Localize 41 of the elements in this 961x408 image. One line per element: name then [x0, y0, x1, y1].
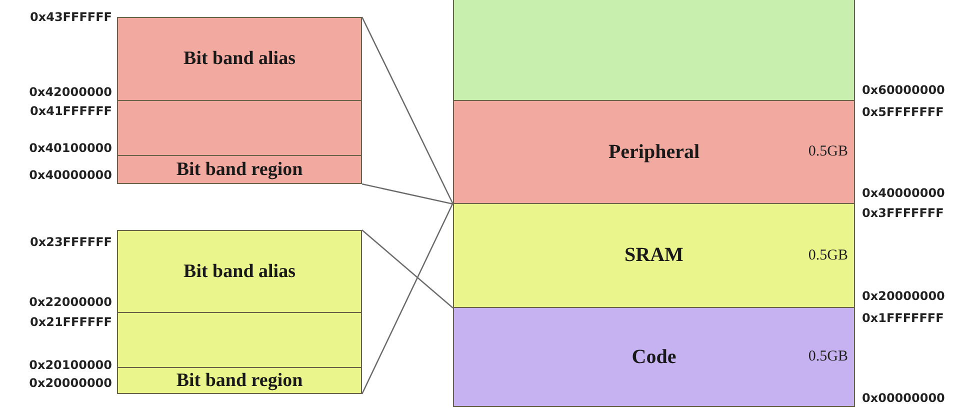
memory-region-box: [117, 312, 362, 368]
connector-line: [361, 202, 454, 394]
address-label: 0x20000000: [29, 376, 112, 390]
region-name: Bit band alias: [184, 48, 296, 70]
address-label: 0x22000000: [29, 295, 112, 309]
address-label: 0x40000000: [29, 168, 112, 182]
address-label: 0x42000000: [29, 85, 112, 99]
region-name: SRAM: [624, 244, 684, 267]
memory-region-box: [453, 307, 855, 407]
address-label: 0x00000000: [862, 391, 945, 405]
memory-region-box: [117, 230, 362, 313]
memory-region-box: [117, 17, 362, 101]
address-label: 0x5FFFFFFF: [862, 105, 944, 119]
region-name: Bit band region: [176, 370, 303, 392]
address-label: 0x23FFFFFF: [30, 235, 112, 249]
address-label: 0x21FFFFFF: [30, 315, 112, 329]
connector-line: [362, 230, 454, 308]
memory-region-box: [117, 155, 362, 184]
address-label: 0x1FFFFFFF: [862, 311, 944, 325]
region-name: Peripheral: [608, 140, 700, 164]
region-size: 0.5GB: [808, 247, 848, 264]
region-size: 0.5GB: [808, 348, 848, 366]
connector-line: [361, 16, 454, 204]
address-label: 0x41FFFFFF: [30, 104, 112, 118]
address-label: 0x40100000: [29, 141, 112, 155]
region-size: 0.5GB: [808, 144, 848, 160]
address-label: 0x40000000: [862, 186, 945, 200]
memory-region-box: [453, 100, 855, 204]
region-name: Bit band alias: [184, 260, 296, 282]
memory-region-box: [453, 0, 855, 101]
address-label: 0x3FFFFFFF: [862, 206, 944, 220]
region-name: Code: [632, 346, 676, 368]
address-label: 0x20100000: [29, 358, 112, 372]
memory-region-box: [117, 100, 362, 156]
address-label: 0x20000000: [862, 289, 945, 303]
memory-region-box: [453, 203, 855, 308]
address-label: 0x60000000: [862, 83, 945, 97]
address-label: 0x43FFFFFF: [30, 10, 112, 24]
region-name: Bit band region: [176, 158, 303, 180]
memory-region-box: [117, 367, 362, 394]
connector-line: [362, 183, 454, 205]
